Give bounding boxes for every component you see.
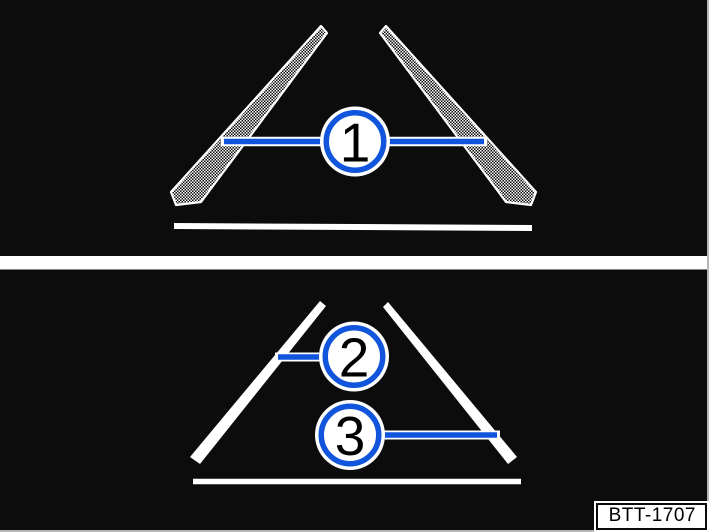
- hatched-guide-band-left: [169, 24, 329, 207]
- callout-3: 3: [315, 400, 500, 470]
- bumper-line-top: [173, 223, 533, 231]
- callout-1-ring: [323, 110, 387, 173]
- bottom-panel: 2 3: [190, 301, 521, 485]
- panel-separator-bar: [0, 256, 709, 270]
- hatched-guide-band-right: [378, 24, 538, 207]
- callout-3-ring: [318, 403, 382, 467]
- callout-2: 2: [275, 321, 389, 392]
- callout-2-ring: [322, 325, 386, 388]
- frame-border-right: [707, 0, 709, 532]
- frame-border-bottom: [0, 530, 709, 532]
- callout-2-number: 2: [339, 327, 370, 389]
- figure-code-label: BTT-1707: [593, 501, 709, 532]
- top-panel: 1: [169, 24, 538, 231]
- callout-1-number: 1: [340, 112, 371, 174]
- callout-3-number: 3: [335, 405, 366, 467]
- guide-line-left: [190, 301, 326, 464]
- guide-line-right: [383, 302, 517, 464]
- callout-1: 1: [221, 106, 487, 177]
